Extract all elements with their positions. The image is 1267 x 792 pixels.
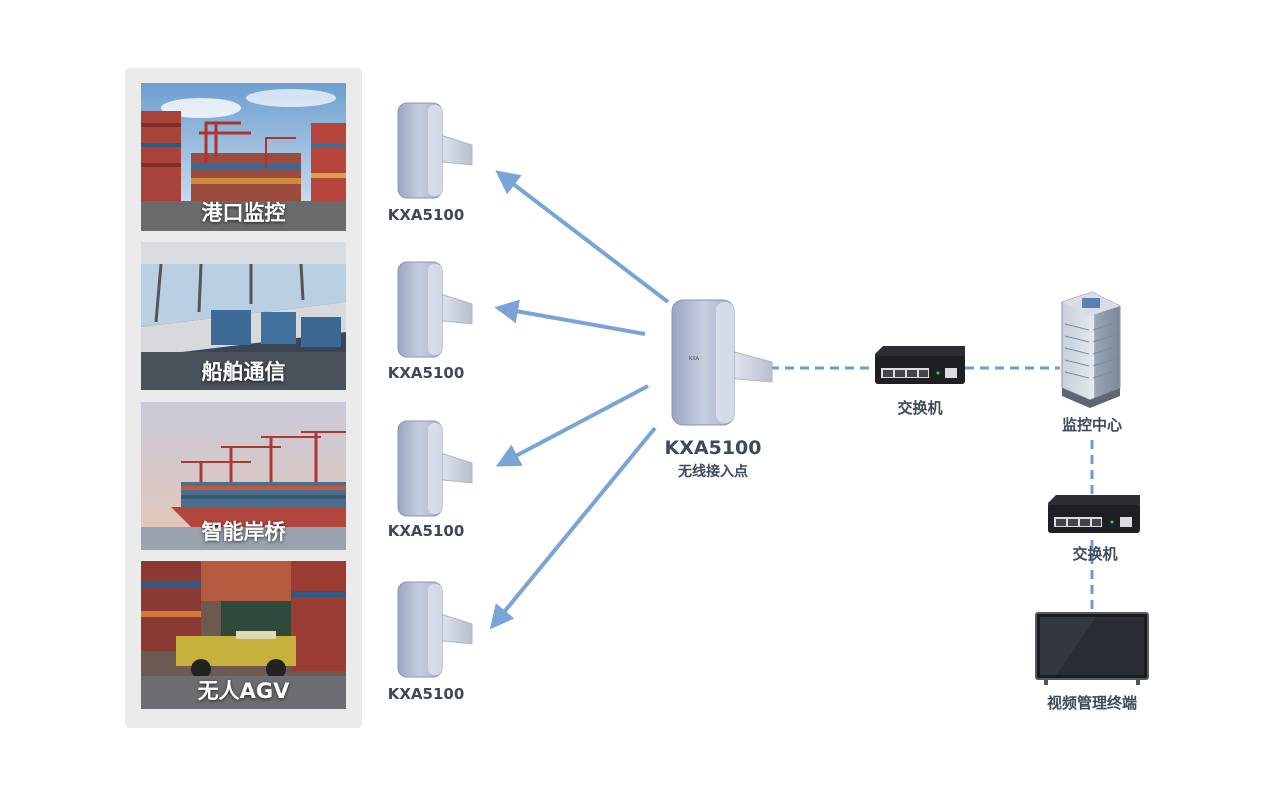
scene-smart-crane: 智能岸桥 [141, 402, 346, 550]
crane-photo [141, 402, 346, 550]
switch-top-label: 交换机 [897, 399, 943, 417]
video-terminal [1035, 612, 1149, 685]
monitoring-center [1061, 291, 1121, 408]
ship-bridge-photo [141, 242, 346, 390]
remote-ap-label: KXA5100 [387, 685, 465, 703]
wireless-arrow [494, 299, 646, 336]
remote-ap-4 [397, 581, 473, 678]
central-ap: KXA [671, 299, 773, 426]
remote-ap-label: KXA5100 [387, 522, 465, 540]
wireless-arrow [495, 384, 649, 467]
scene-label: 无人AGV [197, 679, 290, 703]
remote-ap-2 [397, 261, 473, 358]
remote-ap-label: KXA5100 [387, 364, 465, 382]
switch-bottom [1048, 495, 1140, 533]
scene-ship-communication: 船舶通信 [141, 242, 346, 390]
wireless-arrow [489, 426, 657, 630]
monitoring-center-label: 监控中心 [1061, 416, 1123, 434]
remote-ap-3 [397, 420, 473, 517]
terminal-label: 视频管理终端 [1046, 694, 1138, 712]
scene-label: 智能岸桥 [201, 520, 286, 544]
central-ap-model: KXA5100 [664, 437, 762, 459]
switch-bottom-label: 交换机 [1072, 545, 1118, 563]
wireless-links [489, 170, 670, 630]
switch-top [875, 346, 965, 384]
scene-label: 船舶通信 [201, 360, 286, 384]
remote-ap-1 [397, 102, 473, 199]
scene-label: 港口监控 [201, 201, 286, 225]
agv-photo [141, 561, 346, 709]
wired-links [770, 366, 1094, 612]
central-ap-subtitle: 无线接入点 [678, 464, 748, 480]
scene-unmanned-agv: 无人AGV [141, 561, 346, 709]
wireless-arrow [495, 170, 670, 304]
port-photo [141, 83, 346, 231]
remote-ap-label: KXA5100 [387, 206, 465, 224]
ap-logo: KXA [689, 356, 700, 362]
scene-port-monitoring: 港口监控 [141, 83, 346, 231]
